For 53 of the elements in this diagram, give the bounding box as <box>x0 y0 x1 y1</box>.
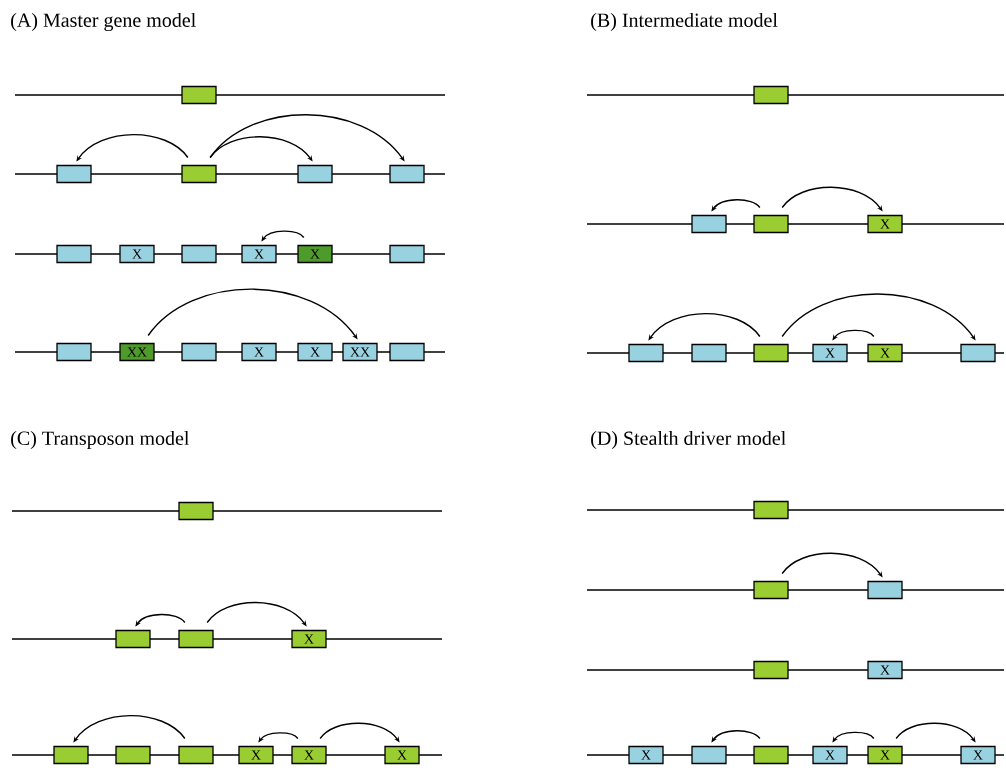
gene-box <box>115 629 151 649</box>
gene-box: XX <box>342 342 378 362</box>
gene-box: X <box>960 745 996 765</box>
gene-box <box>753 343 789 363</box>
gene-box: X <box>241 244 277 264</box>
panel-heading: (C) Transposon model <box>11 430 190 450</box>
gene-box: X <box>812 343 848 363</box>
gene-box <box>389 244 425 264</box>
gene-box <box>389 342 425 362</box>
gene-box: X <box>867 214 903 234</box>
gene-box: X <box>867 660 903 680</box>
gene-box <box>53 745 89 765</box>
gene-box <box>753 580 789 600</box>
gene-box <box>691 343 727 363</box>
gene-box <box>753 745 789 765</box>
gene-box <box>181 342 217 362</box>
gene-box <box>181 85 217 105</box>
gene-box <box>181 164 217 184</box>
gene-box <box>181 244 217 264</box>
gene-box <box>691 745 727 765</box>
gene-box <box>628 343 664 363</box>
gene-box: X <box>384 745 420 765</box>
gene-box <box>115 745 151 765</box>
gene-box <box>753 85 789 105</box>
gene-box: X <box>241 342 277 362</box>
gene-box <box>178 629 214 649</box>
gene-box <box>56 342 92 362</box>
gene-box: X <box>238 745 274 765</box>
gene-box: X <box>297 342 333 362</box>
gene-box: X <box>628 745 664 765</box>
gene-box: X <box>291 629 327 649</box>
gene-box <box>753 660 789 680</box>
gene-box <box>389 164 425 184</box>
gene-box <box>297 164 333 184</box>
gene-box: X <box>867 343 903 363</box>
gene-box <box>178 745 214 765</box>
panel-heading: (A) Master gene model <box>11 12 196 32</box>
gene-box <box>178 501 214 521</box>
gene-box <box>960 343 996 363</box>
panel-heading: (B) Intermediate model <box>591 12 778 32</box>
gene-box <box>691 214 727 234</box>
gene-box <box>56 164 92 184</box>
panel-heading: (D) Stealth driver model <box>591 430 786 450</box>
gene-box <box>753 500 789 520</box>
gene-box <box>56 244 92 264</box>
gene-box: X <box>867 745 903 765</box>
gene-box <box>867 580 903 600</box>
gene-box: X <box>812 745 848 765</box>
gene-box: X <box>297 244 333 264</box>
gene-box: X <box>291 745 327 765</box>
gene-box <box>753 214 789 234</box>
gene-box: XX <box>119 342 155 362</box>
gene-box: X <box>119 244 155 264</box>
